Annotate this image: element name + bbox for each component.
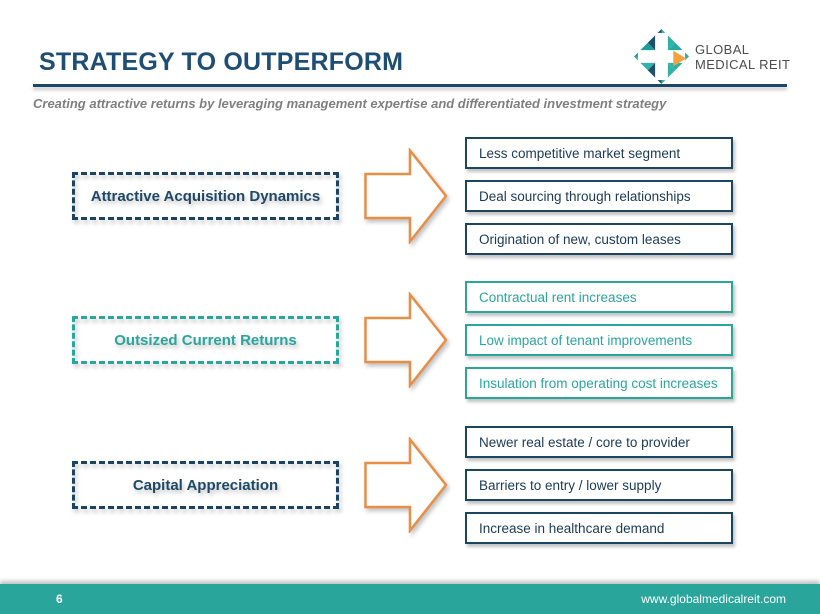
company-name-line2: MEDICAL REIT bbox=[695, 56, 791, 72]
company-name-line1: GLOBAL bbox=[695, 41, 750, 57]
label-attractive-acquisition-dynamics: Attractive Acquisition Dynamics bbox=[72, 172, 339, 220]
benefit-item: Deal sourcing through relationships bbox=[465, 180, 733, 212]
label-capital-appreciation: Capital Appreciation bbox=[72, 461, 339, 509]
company-logo: GLOBAL MEDICAL REIT bbox=[634, 29, 790, 84]
medical-cross-pinwheel-icon bbox=[634, 29, 689, 84]
benefit-item: Increase in healthcare demand bbox=[465, 512, 733, 544]
footer-website-url: www.globalmedicalreit.com bbox=[641, 592, 786, 606]
label-outsized-current-returns: Outsized Current Returns bbox=[72, 316, 339, 364]
benefit-item: Contractual rent increases bbox=[465, 281, 733, 313]
footer-bar: 6 www.globalmedicalreit.com bbox=[0, 584, 820, 614]
slide-subtitle: Creating attractive returns by leveragin… bbox=[33, 96, 667, 111]
company-name: GLOBAL MEDICAL REIT bbox=[695, 42, 790, 72]
right-arrow-icon bbox=[364, 437, 448, 533]
benefit-item: Insulation from operating cost increases bbox=[465, 367, 733, 399]
right-arrow-icon bbox=[364, 148, 448, 244]
benefit-item: Low impact of tenant improvements bbox=[465, 324, 733, 356]
benefit-item: Barriers to entry / lower supply bbox=[465, 469, 733, 501]
benefit-item: Less competitive market segment bbox=[465, 137, 733, 169]
benefit-item: Origination of new, custom leases bbox=[465, 223, 733, 255]
page-title: STRATEGY TO OUTPERFORM bbox=[39, 48, 404, 76]
benefit-item: Newer real estate / core to provider bbox=[465, 426, 733, 458]
title-divider bbox=[33, 84, 787, 87]
right-arrow-icon bbox=[364, 292, 448, 388]
page-number: 6 bbox=[56, 592, 63, 606]
